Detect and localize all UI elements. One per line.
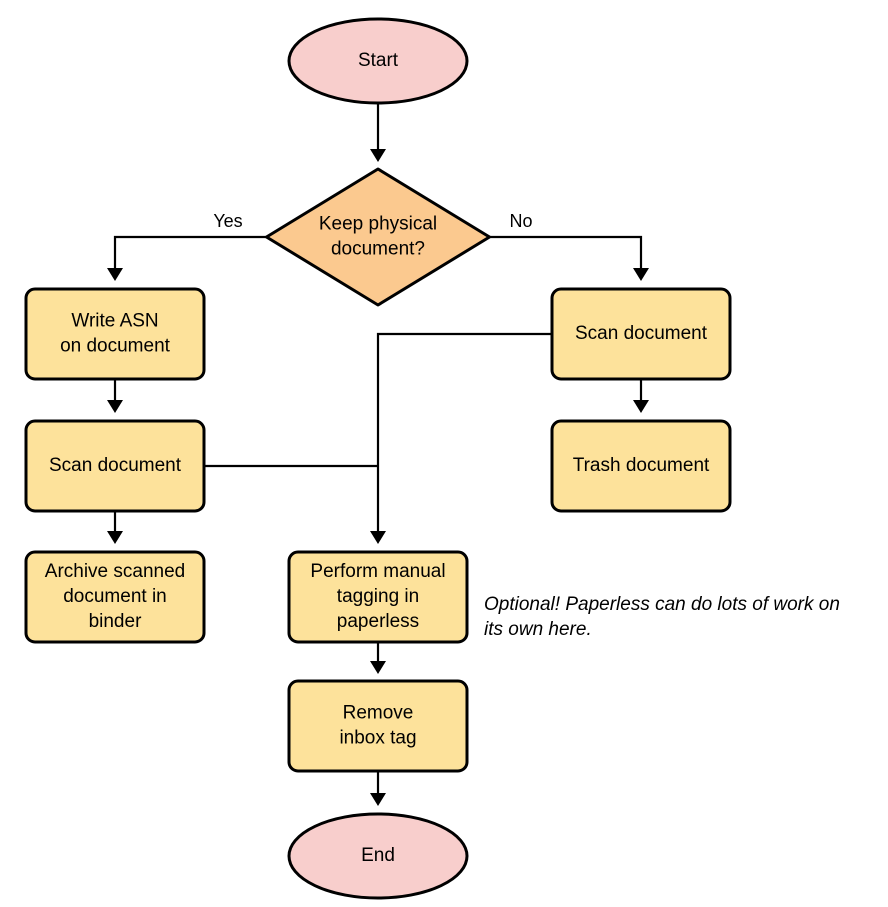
process-shape: [24, 419, 206, 513]
connector-arrowhead: [633, 268, 649, 281]
connector-arrowhead: [370, 793, 386, 806]
node-label: Scan document: [49, 455, 182, 476]
process-shape: [550, 419, 732, 513]
edge-label-no: No: [509, 211, 532, 231]
flow-connector: [633, 379, 649, 413]
process-shape: [287, 679, 469, 773]
connector-arrowhead: [370, 149, 386, 162]
connector-arrowhead: [633, 400, 649, 413]
process-shape: [550, 287, 732, 381]
edge-labels-layer: Yes No: [213, 211, 532, 231]
connector-arrowhead: [370, 531, 386, 544]
flow-connector: [370, 332, 552, 544]
node-label: Trash document: [573, 455, 710, 476]
flow-connector: [107, 235, 266, 281]
flow-connector: [370, 642, 386, 674]
flow-connector: [370, 771, 386, 806]
terminator-shape: [287, 17, 469, 105]
flow-node-scanL[interactable]: Scan document: [24, 419, 206, 513]
flow-node-end[interactable]: End: [287, 812, 469, 900]
flow-connector: [370, 103, 386, 162]
flow-node-scanR[interactable]: Scan document: [550, 287, 732, 381]
flow-connector: [107, 511, 123, 544]
process-shape: [24, 550, 206, 644]
decision-shape: [265, 167, 491, 307]
connector-arrowhead: [370, 661, 386, 674]
flow-connector: [489, 235, 649, 281]
annotations-layer: Optional! Paperless can do lots of work …: [484, 594, 840, 640]
connector-arrowhead: [107, 531, 123, 544]
flow-connector: [107, 379, 123, 413]
connector-line: [489, 235, 643, 270]
flow-node-start[interactable]: Start: [287, 17, 469, 105]
connector-arrowhead: [107, 400, 123, 413]
node-label: Scan document: [575, 323, 708, 344]
connector-line: [376, 332, 552, 533]
edge-label-yes: Yes: [213, 211, 242, 231]
process-shape: [287, 550, 469, 644]
node-label: End: [361, 845, 395, 866]
connector-line: [113, 235, 266, 270]
annotation-note: Optional! Paperless can do lots of work …: [484, 594, 840, 640]
terminator-shape: [287, 812, 469, 900]
node-label: Start: [358, 50, 399, 71]
flow-node-trash[interactable]: Trash document: [550, 419, 732, 513]
edges-layer: [107, 103, 649, 806]
connector-arrowhead: [107, 268, 123, 281]
process-shape: [24, 287, 206, 381]
